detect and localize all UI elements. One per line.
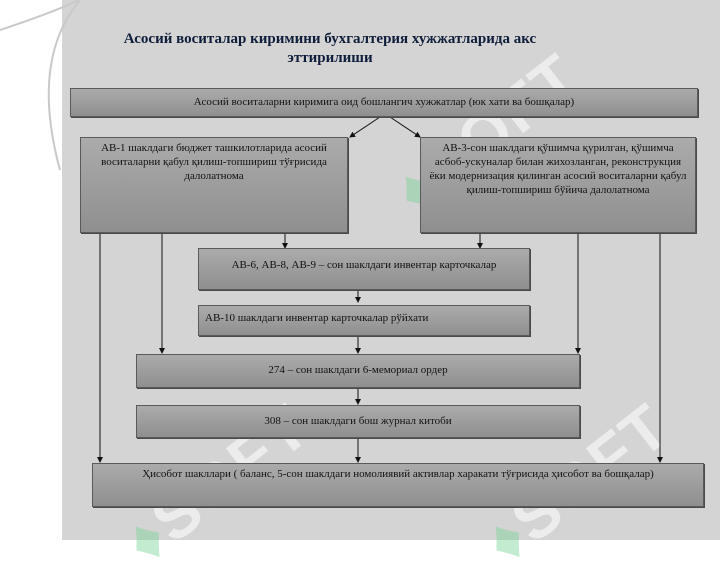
slide-title: Асосий воситалар киримини бухгалтерия ху… [123, 31, 537, 66]
inventory-list-box: АВ-10 шаклдаги инвентар карточкалар рўйх… [198, 305, 530, 336]
ab1-act-box: АВ-1 шаклдаги бюджет ташкилотларида асос… [80, 137, 348, 233]
inventory-cards-box: АВ-6, АВ-8, АВ-9 – сон шаклдаги инвентар… [198, 248, 530, 290]
memorial-order-box: 274 – сон шаклдаги 6-мемориал ордер [136, 354, 580, 388]
primary-documents-box: Асосий воситаларни киримига оид бошланги… [70, 88, 698, 117]
report-forms-box: Ҳисобот шакллари ( баланс, 5-сон шаклдаг… [92, 463, 704, 507]
general-journal-box: 308 – сон шаклдаги бош журнал китоби [136, 405, 580, 438]
ab3-act-box: АВ-3-сон шаклдаги қўшимча қурилган, қўши… [420, 137, 696, 233]
